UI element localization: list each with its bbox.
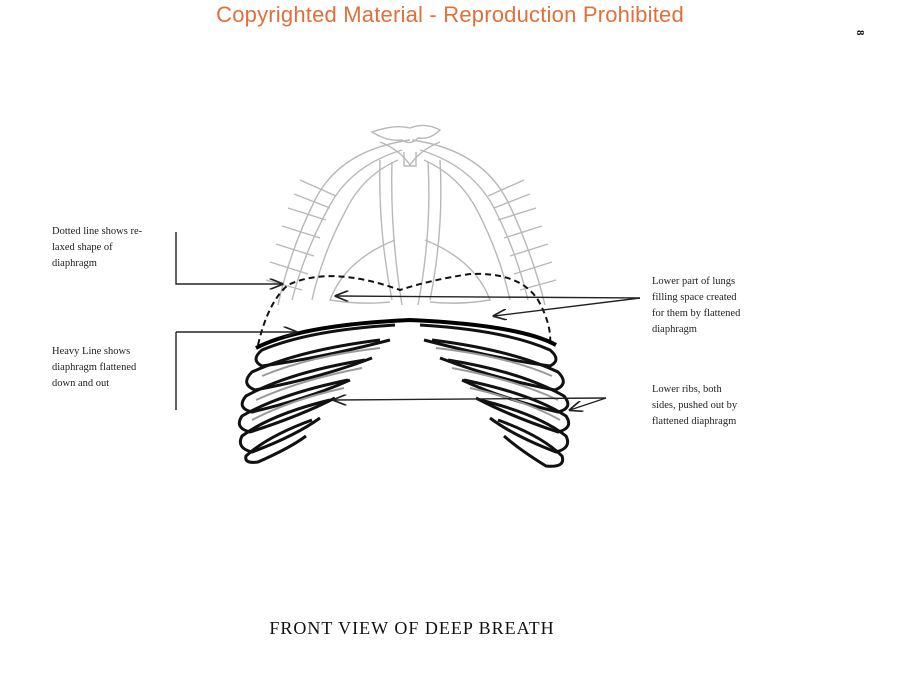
lower-ribs-left: [237, 323, 396, 464]
heavy-line-label-line: Heavy Line shows: [52, 346, 131, 357]
copyright-watermark: Copyrighted Material - Reproduction Proh…: [216, 2, 684, 27]
lower-lungs-label-line: diaphragm: [652, 324, 697, 335]
lower-lungs-label-line: for them by flattened: [652, 308, 741, 319]
lower-ribs-right-shading: [435, 347, 561, 421]
lower-ribs-label-line: sides, pushed out by: [652, 400, 738, 411]
relaxed-diaphragm-dotted-line: [257, 272, 552, 346]
dotted-line-label-line: Dotted line shows re-: [52, 226, 143, 237]
lower-ribs-label: Lower ribs, both sides, pushed out by fl…: [652, 382, 737, 430]
dotted-label-bracket: [175, 232, 282, 284]
flattened-diaphragm-heavy-line: [255, 317, 557, 350]
lungs-arrow-lower: [494, 297, 641, 316]
lower-lungs-label: Lower part of lungs filling space create…: [652, 274, 740, 338]
lower-ribs-left-shading: [251, 347, 381, 421]
lower-ribs-label-line: flattened diaphragm: [652, 416, 737, 427]
ribs-arrow-right: [570, 397, 607, 410]
heavy-line-label-line: diaphragm flattened: [52, 362, 137, 373]
heavy-line-label-line: down and out: [52, 378, 110, 389]
dotted-line-label-line: laxed shape of: [52, 242, 113, 253]
lungs-arrow-upper: [336, 296, 641, 298]
dotted-line-label: Dotted line shows re- laxed shape of dia…: [52, 224, 142, 272]
heavy-line-label: Heavy Line shows diaphragm flattened dow…: [52, 344, 136, 392]
figure-title: FRONT VIEW OF DEEP BREATH: [269, 618, 555, 638]
lower-lungs-label-line: filling space created: [652, 292, 737, 303]
dotted-line-label-line: diaphragm: [52, 258, 97, 269]
lower-ribs-label-line: Lower ribs, both: [652, 384, 722, 395]
ribs-arrow-left: [334, 398, 607, 400]
lower-lungs-label-line: Lower part of lungs: [652, 276, 736, 287]
